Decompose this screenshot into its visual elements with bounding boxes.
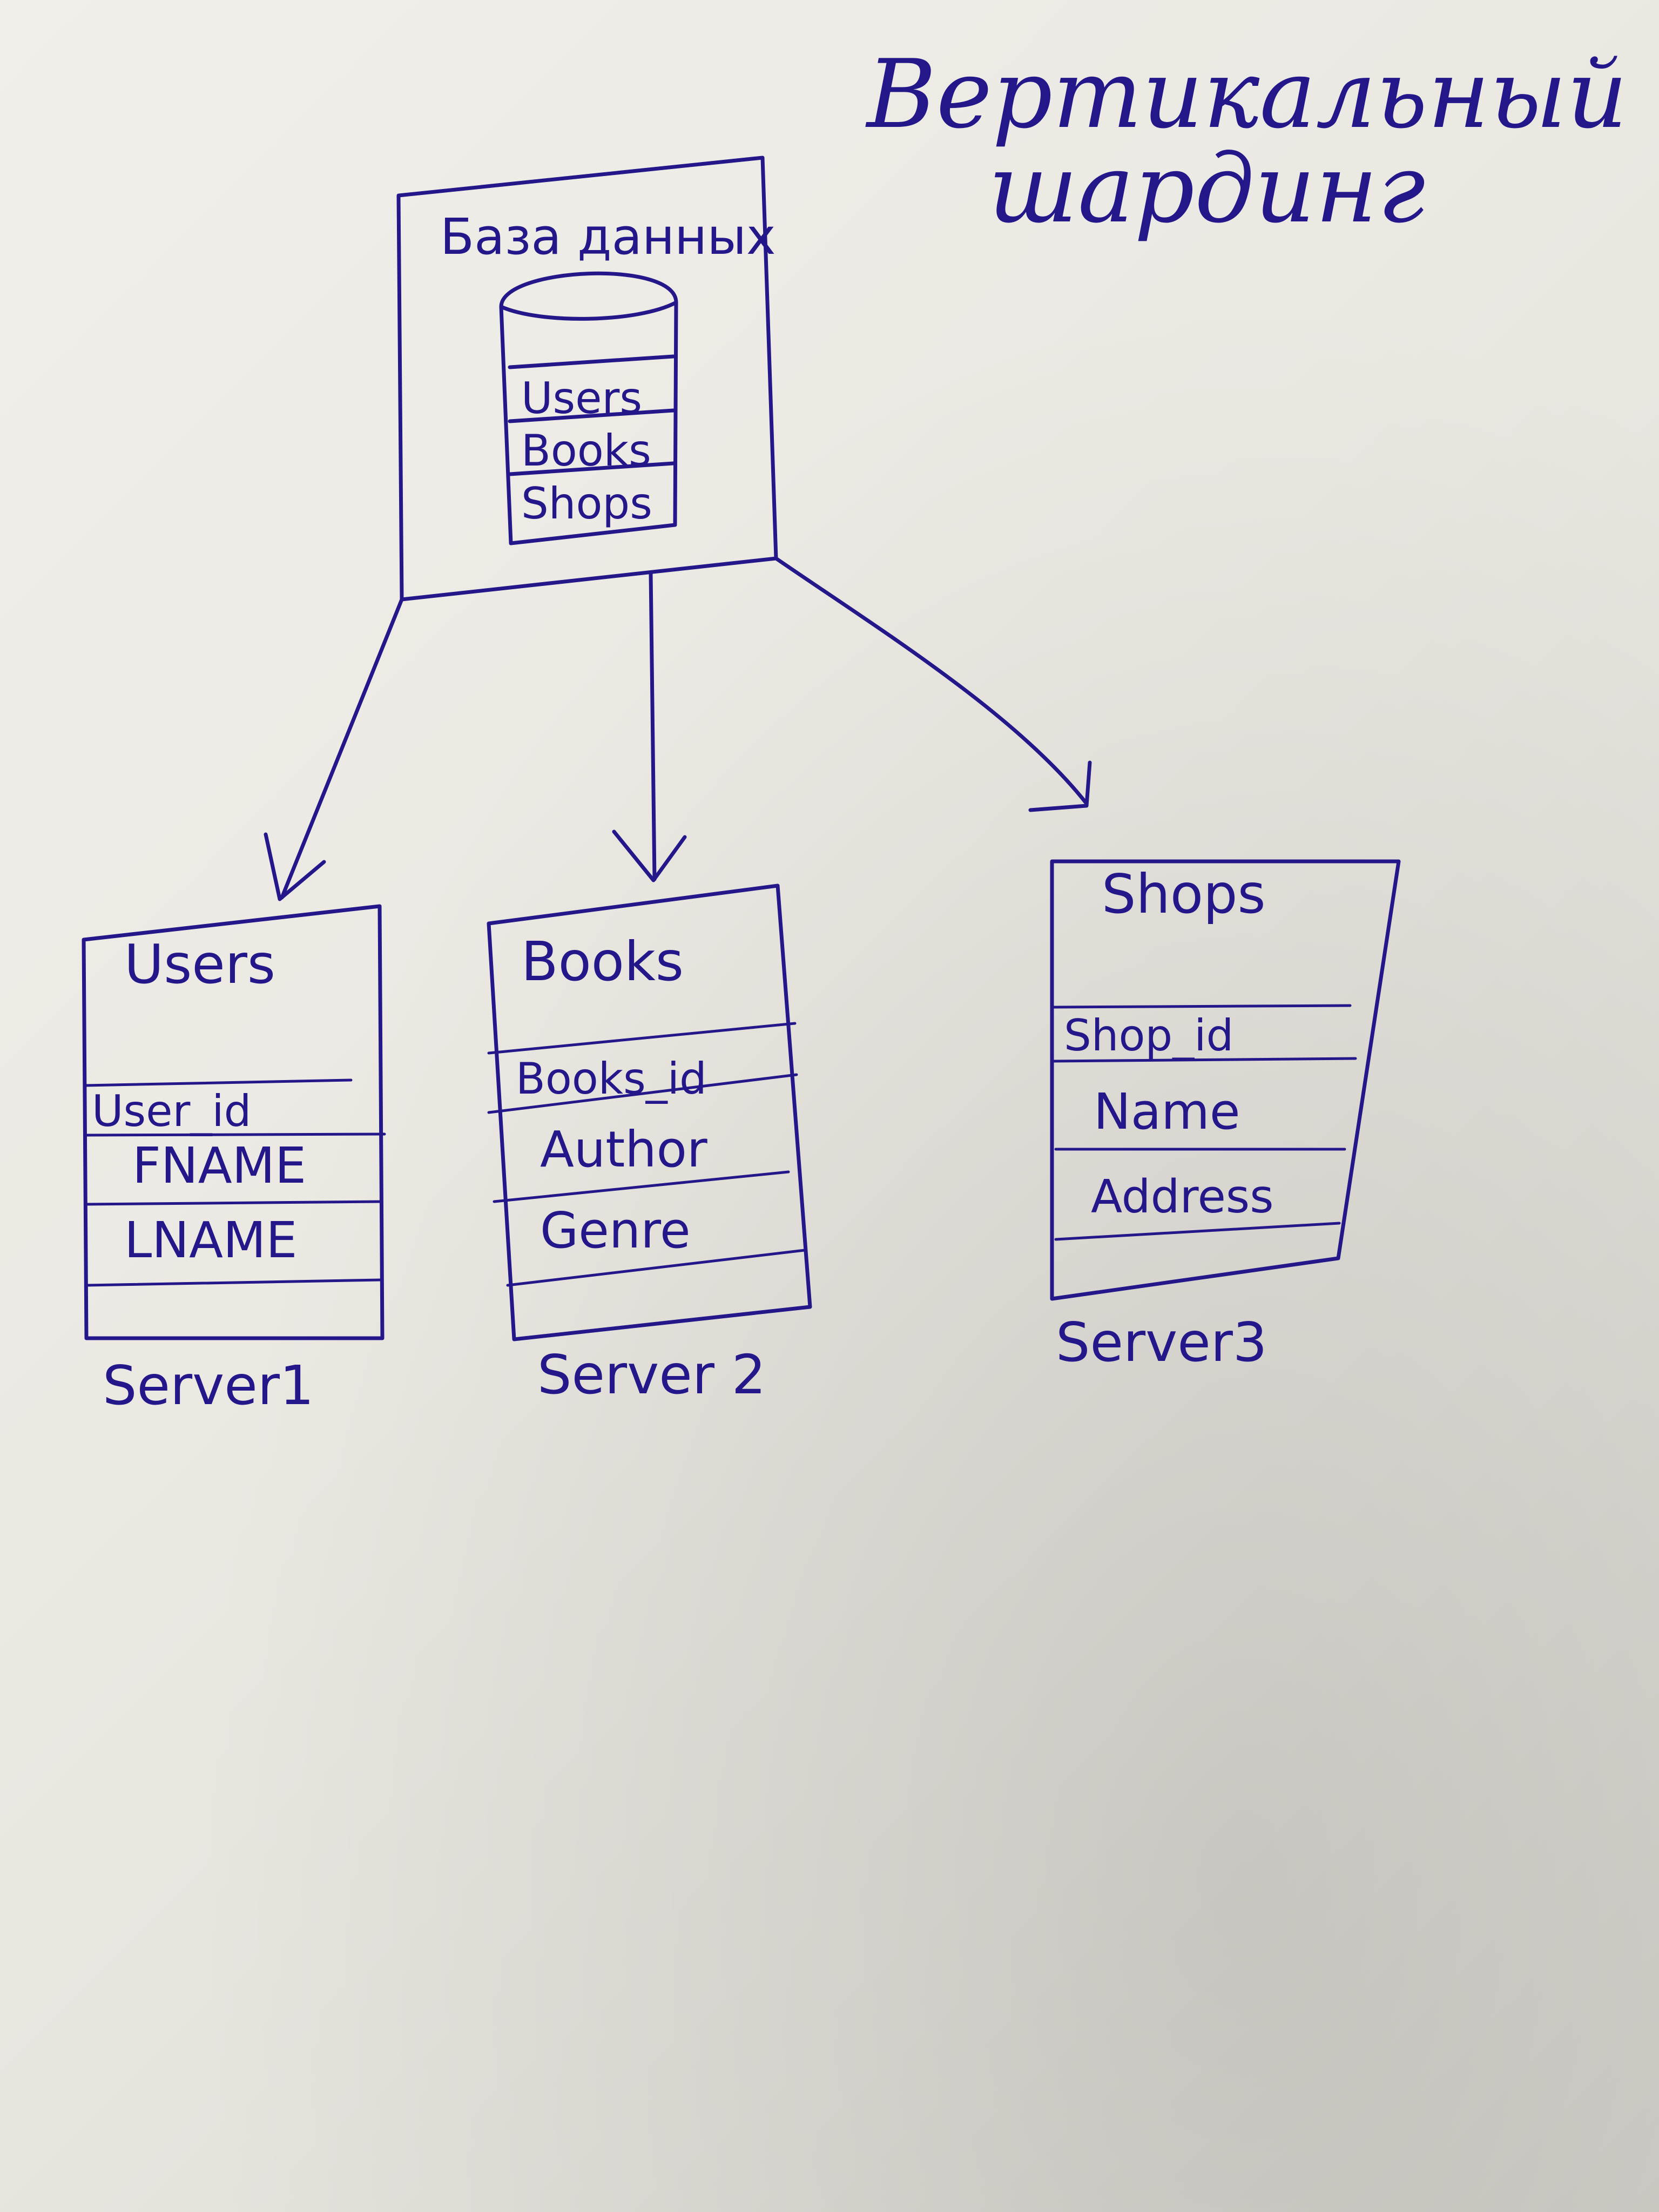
books-row-line bbox=[487, 1022, 797, 1055]
shops-table-frame bbox=[1050, 859, 1401, 1301]
users-table-name: Users bbox=[124, 933, 275, 996]
cylinder-bottom bbox=[509, 523, 677, 545]
database-table-books: Books bbox=[521, 426, 651, 476]
cylinder-right-side bbox=[673, 300, 678, 527]
shops-field-name: Name bbox=[1094, 1083, 1240, 1141]
shops-row-line bbox=[1054, 1222, 1341, 1241]
cylinder-divider bbox=[508, 408, 676, 423]
shard-shops: Shops Shop_id Name Address Server3 bbox=[1050, 859, 1401, 1374]
users-field-lname: LNAME bbox=[124, 1211, 298, 1269]
books-row-line bbox=[506, 1249, 806, 1287]
shops-field-shop-id: Shop_id bbox=[1064, 1010, 1233, 1061]
cylinder-divider bbox=[508, 354, 676, 369]
books-table-name: Books bbox=[521, 930, 684, 993]
users-row-line bbox=[84, 1078, 353, 1087]
server3-label: Server3 bbox=[1056, 1311, 1267, 1374]
books-field-books-id: Books_id bbox=[516, 1054, 707, 1104]
arrowhead-server1 bbox=[264, 832, 326, 901]
books-row-line bbox=[493, 1170, 790, 1203]
diagram-title: Вертикальный шардинг bbox=[865, 40, 1628, 244]
shard-users: Users User_id FNAME LNAME Server1 bbox=[82, 904, 386, 1417]
arrowhead-server2 bbox=[612, 830, 687, 882]
shard-books: Books Books_id Author Genre Server 2 bbox=[487, 884, 812, 1406]
server2-label: Server 2 bbox=[537, 1343, 766, 1406]
cylinder-rim bbox=[499, 300, 678, 321]
users-row-line bbox=[85, 1278, 382, 1287]
users-field-user-id: User_id bbox=[92, 1086, 251, 1136]
arrow-to-server1 bbox=[280, 597, 404, 900]
database-table-users: Users bbox=[521, 373, 642, 423]
shops-table-name: Shops bbox=[1102, 862, 1266, 926]
arrow-to-server3 bbox=[774, 556, 1089, 806]
shops-row-line bbox=[1051, 1004, 1352, 1009]
database-box: База данных Users Books Shops bbox=[396, 156, 778, 602]
database-label: База данных bbox=[440, 208, 775, 266]
cylinder-top bbox=[499, 271, 678, 309]
arrow-to-server2 bbox=[649, 571, 657, 881]
server1-label: Server1 bbox=[103, 1354, 314, 1417]
books-field-genre: Genre bbox=[540, 1202, 691, 1259]
cylinder-left-side bbox=[499, 305, 513, 545]
database-table-shops: Shops bbox=[521, 478, 652, 529]
shops-field-address: Address bbox=[1091, 1170, 1274, 1224]
shops-row-line bbox=[1051, 1057, 1357, 1063]
users-row-line bbox=[84, 1200, 382, 1206]
books-field-author: Author bbox=[540, 1121, 707, 1178]
title-line-1: Вертикальный bbox=[865, 40, 1628, 150]
books-row-line bbox=[487, 1073, 798, 1114]
shard-arrows bbox=[264, 556, 1092, 901]
title-line-2: шардинг bbox=[988, 134, 1425, 244]
arrowhead-server3 bbox=[1028, 760, 1092, 812]
users-row-line bbox=[84, 1132, 386, 1137]
database-cylinder-icon: Users Books Shops bbox=[499, 271, 678, 545]
cylinder-divider bbox=[508, 461, 676, 476]
users-field-fname: FNAME bbox=[132, 1137, 306, 1195]
